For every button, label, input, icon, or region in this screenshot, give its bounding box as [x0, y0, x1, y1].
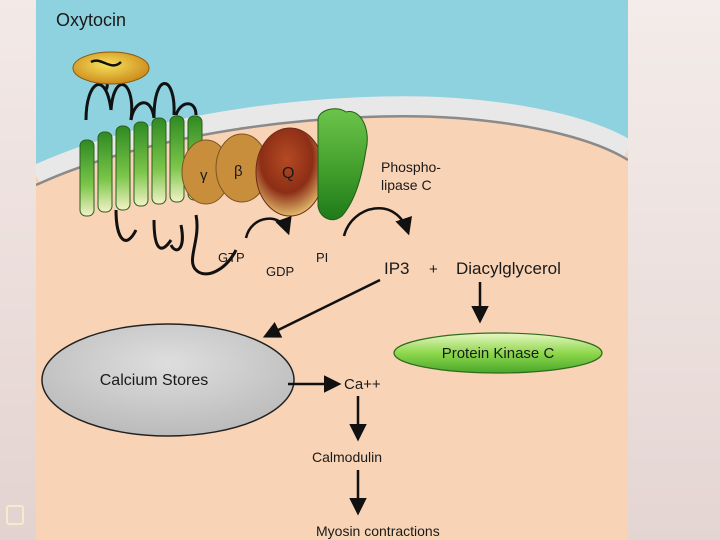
gamma-label: γ — [200, 167, 208, 184]
ip3-to-calcium-stores-arrow — [262, 278, 381, 338]
pi-label: PI — [316, 250, 328, 265]
pi-to-ip3-arrow — [342, 206, 412, 237]
plus-label: + — [429, 261, 438, 278]
calcium-ion-label: Ca++ — [344, 376, 381, 393]
oxytocin-label: Oxytocin — [56, 10, 126, 30]
calmodulin-label: Calmodulin — [312, 449, 382, 465]
oxytocin-receptor — [79, 115, 203, 217]
calcium-stores — [41, 323, 295, 437]
receptor-loops — [84, 66, 238, 276]
plc-label-line2: lipase C — [381, 177, 432, 193]
calcium-stores-label: Calcium Stores — [100, 372, 208, 389]
background-right-panel — [628, 0, 720, 540]
pkc-label: Protein Kinase C — [442, 345, 555, 362]
oxytocin-molecule — [72, 51, 150, 85]
gtp-to-gdp-arrow — [244, 215, 292, 239]
beta-label: β — [234, 163, 243, 180]
gtp-label: GTP — [218, 250, 245, 265]
phospholipase-c-enzyme — [317, 108, 368, 221]
oxytocin-strand — [90, 59, 122, 67]
plc-label-line1: Phospho- — [381, 159, 441, 175]
diacylglycerol-label: Diacylglycerol — [456, 259, 561, 278]
ip3-label: IP3 — [384, 259, 410, 278]
gdp-label: GDP — [266, 264, 294, 279]
oxytocin-signaling-diagram: Oxytocin γ β Q Phospho- lipase C GTP GDP… — [36, 0, 628, 540]
protein-kinase-c — [393, 332, 603, 374]
background-left-panel — [0, 0, 36, 540]
slide-logo-icon — [6, 505, 24, 525]
alpha-label: Q — [282, 165, 294, 182]
myosin-contractions-label: Myosin contractions — [316, 523, 440, 539]
